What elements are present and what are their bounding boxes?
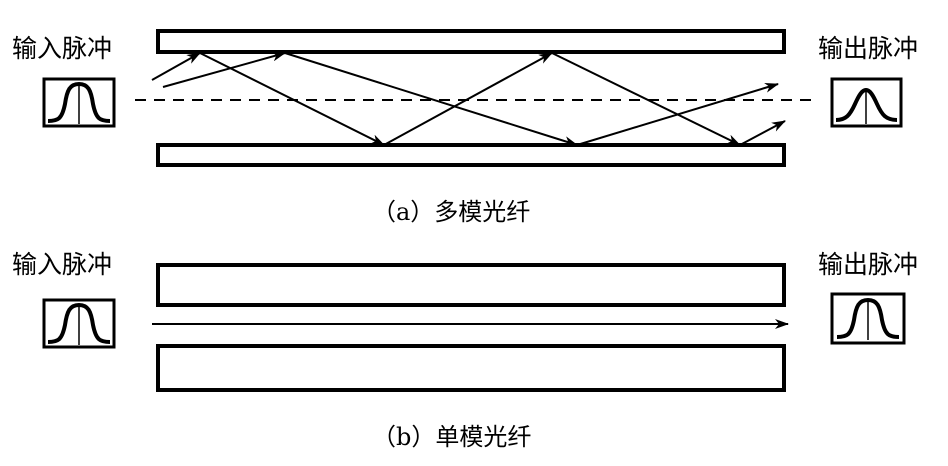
singlemode-fiber <box>42 263 906 392</box>
input-pulse-label-a: 输入脉冲 <box>12 34 113 63</box>
ray-2-segment-3 <box>576 82 779 146</box>
multimode-fiber <box>42 29 903 167</box>
ray-1-segment-1 <box>151 52 201 81</box>
narrow-pulse-icon <box>836 297 900 339</box>
fiber-wall-bottom-b <box>156 344 786 392</box>
fiber-wall-top-a <box>156 29 786 54</box>
caption-multimode: （a）多模光纤 <box>372 198 531 226</box>
ray-1-segment-3 <box>383 52 553 146</box>
ray-1-segment-5 <box>739 120 786 146</box>
input-pulse-box-b <box>42 298 116 349</box>
output-pulse-label-a: 输出脉冲 <box>818 34 919 63</box>
input-pulse-box-a <box>42 77 116 128</box>
input-pulse-label-b: 输入脉冲 <box>12 250 113 279</box>
output-pulse-label-b: 输出脉冲 <box>818 250 919 279</box>
ray-1-segment-2 <box>199 52 385 146</box>
broadened-pulse-icon <box>835 87 898 122</box>
fiber-wall-bottom-a <box>156 143 786 167</box>
narrow-pulse-icon <box>47 81 111 123</box>
fiber-wall-top-b <box>156 263 786 307</box>
narrow-pulse-icon <box>47 302 111 344</box>
ray-2-segment-2 <box>284 52 578 146</box>
output-pulse-box-b <box>830 292 906 345</box>
output-pulse-box-a <box>830 77 903 128</box>
ray-1-segment-4 <box>551 52 741 146</box>
multimode-rays <box>151 51 786 146</box>
caption-singlemode: （b）单模光纤 <box>372 423 532 451</box>
ray-2-segment-1 <box>162 51 286 88</box>
